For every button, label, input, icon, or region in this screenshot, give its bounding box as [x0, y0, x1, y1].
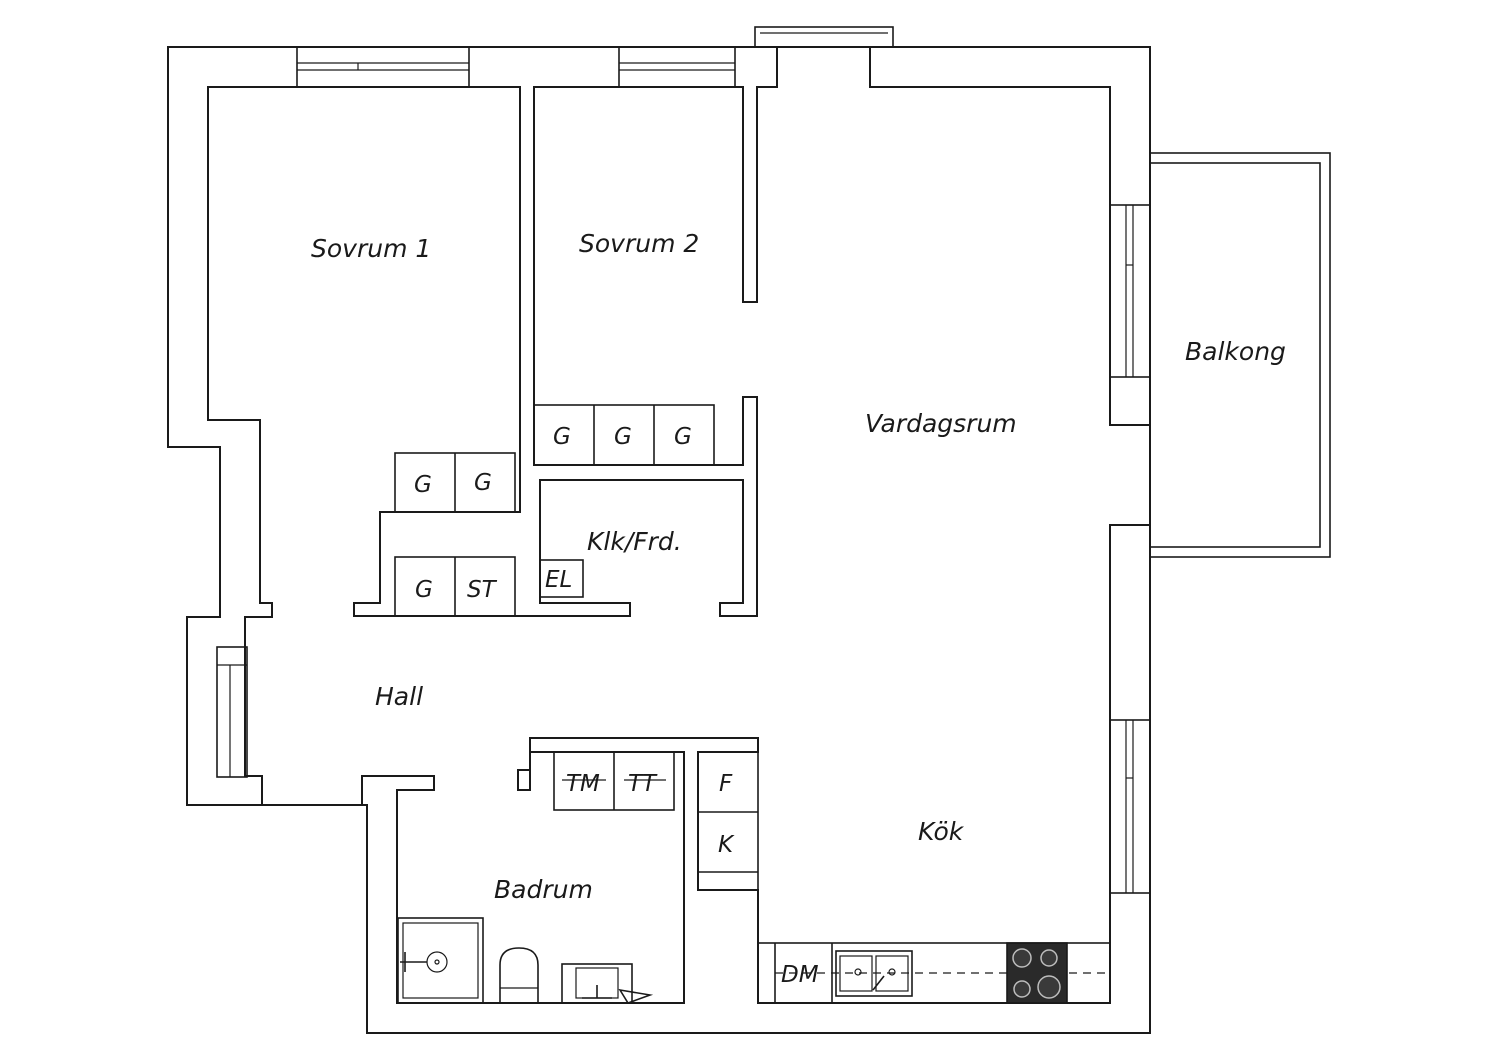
- room-label-klk-frd: Klk/Frd.: [587, 527, 682, 556]
- window-sovrum2: [618, 46, 736, 88]
- wardrobe-label: G: [674, 424, 692, 450]
- balcony: [1149, 152, 1331, 558]
- wardrobe-label: G: [474, 470, 492, 496]
- freezer-label: F: [719, 771, 733, 797]
- window-right-lower: [1109, 719, 1151, 894]
- electric-cabinet: [539, 559, 584, 598]
- kitchen-sink-icon: [835, 950, 913, 997]
- room-label-kok: Kök: [918, 817, 965, 846]
- storage-label: ST: [467, 577, 498, 603]
- entrance-door: [216, 646, 248, 778]
- room-label-badrum: Badrum: [494, 875, 593, 904]
- window-top-vardagsrum: [754, 26, 894, 48]
- dishwasher-label: DM: [781, 962, 819, 988]
- wardrobe-label: G: [614, 424, 632, 450]
- room-label-hall: Hall: [375, 682, 423, 711]
- room-label-sovrum1: Sovrum 1: [311, 234, 431, 263]
- sink-icon: [561, 963, 654, 1004]
- dryer-label: TT: [628, 771, 658, 797]
- room-label-vardagsrum: Vardagsrum: [865, 409, 1017, 438]
- washer-label: TM: [566, 771, 600, 797]
- toilet-icon: [499, 947, 539, 1003]
- room-label-sovrum2: Sovrum 2: [579, 229, 699, 258]
- laundry-units: [553, 751, 675, 811]
- fridge-label: K: [718, 832, 735, 858]
- stove-icon: [1006, 942, 1068, 1004]
- wardrobe-label: G: [414, 472, 432, 498]
- interior-floor: [207, 46, 1151, 1004]
- fridge-freezer: [697, 751, 759, 891]
- wardrobe-label: G: [415, 577, 433, 603]
- kitchen-counter: [757, 942, 1111, 1004]
- wardrobes-sovrum2: [533, 404, 715, 466]
- wardrobes-sovrum1: [394, 452, 516, 617]
- window-sovrum1: [296, 46, 470, 88]
- electric-label: EL: [545, 567, 572, 593]
- shower-icon: [397, 917, 484, 1004]
- room-label-balkong: Balkong: [1185, 337, 1286, 366]
- wardrobe-label: G: [553, 424, 571, 450]
